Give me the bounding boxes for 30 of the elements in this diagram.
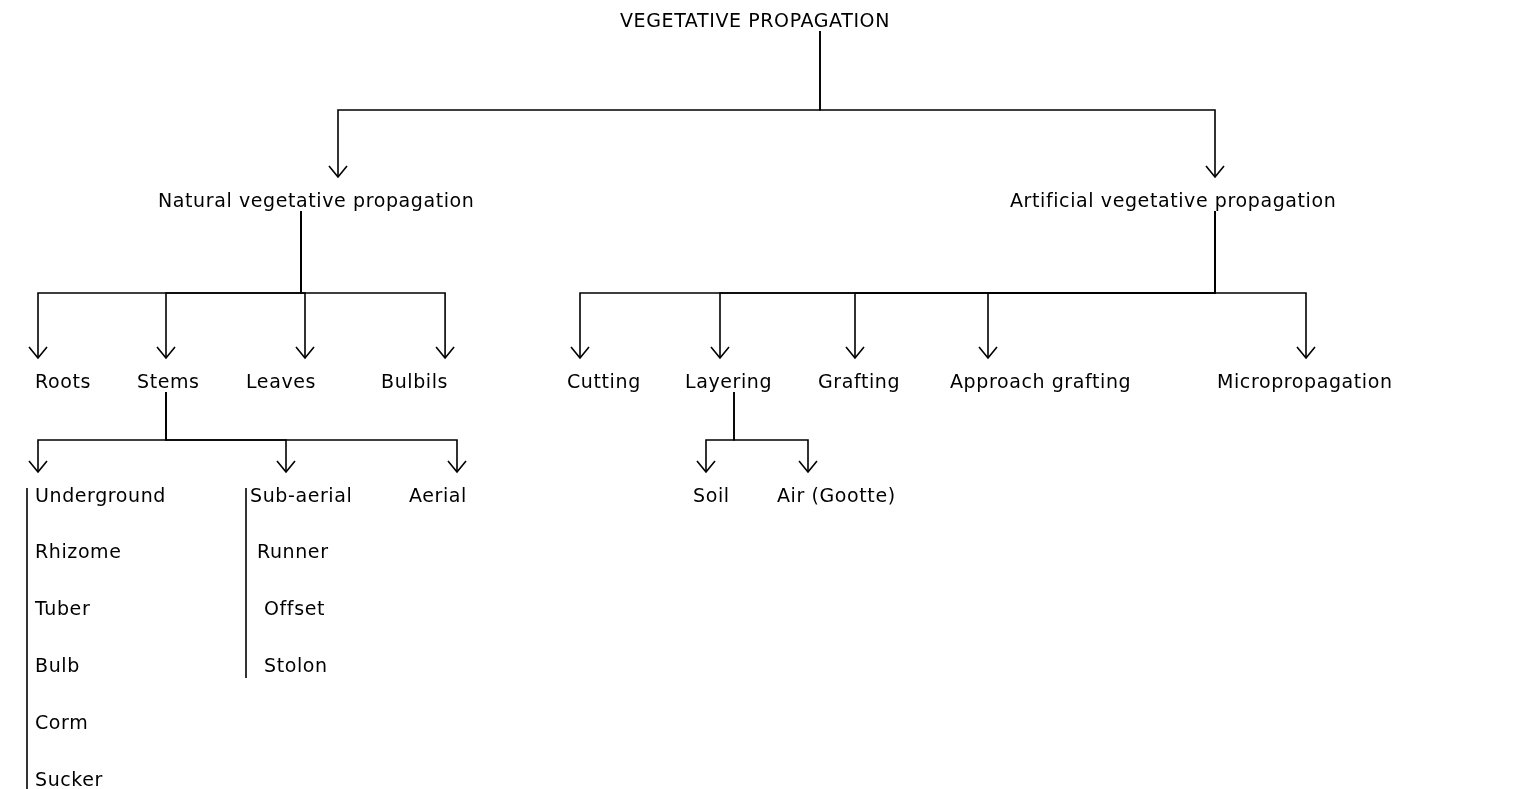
node-label: Corm bbox=[35, 711, 89, 733]
node-label: Tuber bbox=[35, 597, 91, 619]
node-label: Roots bbox=[35, 358, 91, 392]
node-label: Underground bbox=[35, 472, 166, 506]
node-label: Micropropagation bbox=[1217, 358, 1393, 392]
arrow bbox=[733, 391, 818, 473]
node-label: Air (Gootte) bbox=[777, 472, 896, 506]
node-label: Sub-aerial bbox=[250, 472, 353, 506]
node-label: Artificial vegetative propagation bbox=[1010, 177, 1337, 211]
node-label: Offset bbox=[264, 597, 325, 619]
arrow bbox=[819, 30, 1225, 178]
node-label: Stems bbox=[137, 358, 200, 392]
node-label: Grafting bbox=[818, 358, 901, 392]
node-label: Cutting bbox=[567, 358, 641, 392]
node-label: Leaves bbox=[246, 358, 317, 392]
node-label: Soil bbox=[693, 472, 730, 506]
node-label: Sucker bbox=[35, 768, 103, 789]
node-label: Approach grafting bbox=[950, 358, 1132, 392]
node-label: Aerial bbox=[409, 472, 467, 506]
arrow bbox=[165, 391, 467, 473]
node-label: Rhizome bbox=[35, 540, 122, 562]
node-label: Runner bbox=[257, 540, 329, 562]
node-label: Stolon bbox=[264, 654, 328, 676]
node-label: Layering bbox=[685, 358, 773, 392]
node-label: VEGETATIVE PROPAGATION bbox=[620, 9, 890, 31]
arrow bbox=[300, 210, 455, 359]
node-label: Bulbils bbox=[381, 358, 449, 392]
arrow bbox=[1214, 210, 1316, 359]
node-label: Bulb bbox=[35, 654, 80, 676]
node-label: Natural vegetative propagation bbox=[158, 177, 475, 211]
